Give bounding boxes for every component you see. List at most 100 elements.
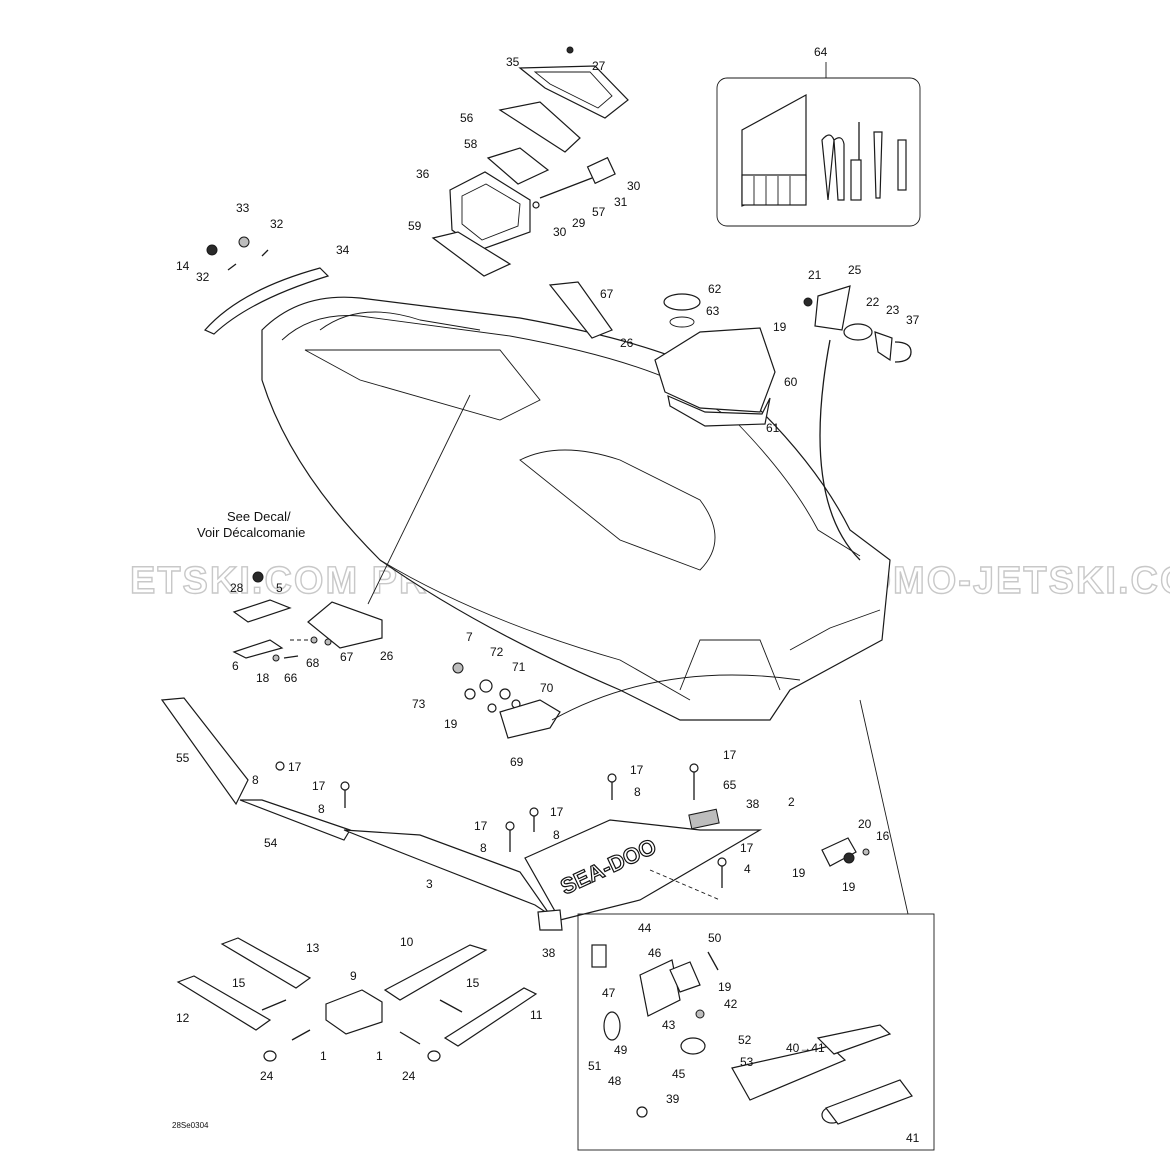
part-callout: 17 xyxy=(550,805,564,819)
footwell xyxy=(519,449,716,571)
fasteners-group xyxy=(275,761,727,901)
part-callout: 72 xyxy=(490,645,504,659)
part-callout: 55 xyxy=(176,751,190,765)
spark-plug-wrench-icon xyxy=(897,139,907,191)
tool-kit-group xyxy=(716,62,921,227)
part-callout: 17 xyxy=(288,760,302,774)
part-callout: 66 xyxy=(284,671,298,685)
part-callout: 70 xyxy=(540,681,554,695)
part-callout: 68 xyxy=(306,656,320,670)
part-callout: 22 xyxy=(866,295,880,309)
part-callout: 67 xyxy=(340,650,354,664)
part-callout: 69 xyxy=(510,755,524,769)
part-callout: 6 xyxy=(232,659,239,673)
part-callout: 8 xyxy=(480,841,487,855)
part-callout: 43 xyxy=(662,1018,676,1032)
hook-23 xyxy=(874,331,893,362)
part-callout: 38 xyxy=(746,797,760,811)
part-callout: 19 xyxy=(718,980,732,994)
rear-handle-group xyxy=(232,394,471,662)
part-callout: 39 xyxy=(666,1092,680,1106)
part-callout: 8 xyxy=(252,773,259,787)
gasket-61 xyxy=(667,394,771,427)
part-callout: 64 xyxy=(814,45,828,59)
part-callout: 17 xyxy=(312,779,326,793)
moulding-34 xyxy=(204,267,330,335)
part-callout: 1 xyxy=(320,1049,327,1063)
part-callout: 30 xyxy=(553,225,567,239)
part-callout: 11 xyxy=(530,1008,543,1022)
hull-deck xyxy=(261,296,891,721)
part-callout: 62 xyxy=(708,282,722,296)
part-callout: 15 xyxy=(232,976,246,990)
part-callout: 32 xyxy=(270,217,284,231)
part-callout: 59 xyxy=(408,219,422,233)
step-5 xyxy=(232,599,292,623)
pad-47 xyxy=(603,1011,621,1041)
part-callout: 24 xyxy=(260,1069,274,1083)
part-callout: 65 xyxy=(723,778,737,792)
part-callout: 49 xyxy=(614,1043,628,1057)
part-callout: 37 xyxy=(906,313,920,327)
rear-grab-handle-group xyxy=(452,662,801,739)
part-callout: 47 xyxy=(602,986,616,1000)
glove-box-group xyxy=(548,281,776,427)
part-callout: 48 xyxy=(608,1074,622,1088)
trim-12 xyxy=(176,975,272,1031)
part-callout: 18 xyxy=(256,671,270,685)
part-callout: 35 xyxy=(506,55,520,69)
part-callout: 67 xyxy=(600,287,614,301)
latch-31 xyxy=(586,156,616,185)
gasket-58 xyxy=(486,147,550,185)
trim-11 xyxy=(443,987,538,1047)
part-callout: 44 xyxy=(638,921,652,935)
part-callout: 23 xyxy=(886,303,900,317)
part-callout: 51 xyxy=(588,1059,602,1073)
cap-62 xyxy=(663,293,701,311)
fitting-45 xyxy=(680,1037,706,1055)
part-callout: 15 xyxy=(466,976,480,990)
part-callout: 3 xyxy=(426,877,433,891)
hull-outline xyxy=(261,296,891,721)
part-callout: 17 xyxy=(630,763,644,777)
part-callout: 38 xyxy=(542,946,556,960)
part-callout: 34 xyxy=(336,243,350,257)
bracket-43 xyxy=(639,959,681,1017)
handle-26-rear xyxy=(307,601,383,649)
part-callout: 40→41 xyxy=(786,1041,825,1055)
part-callout: 33 xyxy=(236,201,250,215)
part-callout: 21 xyxy=(808,268,822,282)
part-callout: 16 xyxy=(876,829,890,843)
part-callout: 17 xyxy=(723,748,737,762)
part-callout: 24 xyxy=(402,1069,416,1083)
trim-10 xyxy=(383,944,488,1001)
part-callout: 25 xyxy=(848,263,862,277)
front-moulding-group xyxy=(204,236,330,335)
part-callout: 71 xyxy=(512,660,526,674)
tube-41 xyxy=(825,1079,913,1125)
ladder-40 xyxy=(731,1045,847,1101)
handle-26-top xyxy=(548,281,613,339)
part-callout: 56 xyxy=(460,111,474,125)
moulding-54 xyxy=(239,799,351,841)
part-callout: 8 xyxy=(634,785,641,799)
part-callout: 36 xyxy=(416,167,430,181)
part-callout: 57 xyxy=(592,205,606,219)
moulding-2 xyxy=(524,819,763,921)
part-callout: 8 xyxy=(553,828,560,842)
part-callout: 17 xyxy=(474,819,488,833)
part-callout: 1 xyxy=(376,1049,383,1063)
part-callout: 73 xyxy=(412,697,426,711)
gasket-59 xyxy=(431,231,512,277)
part-callout: 20 xyxy=(858,817,872,831)
part-callout: 30 xyxy=(627,179,641,193)
part-callout: 28 xyxy=(230,581,244,595)
part-callout: 4 xyxy=(744,862,751,876)
part-callout: 14 xyxy=(176,259,190,273)
part-callout: 8 xyxy=(318,802,325,816)
part-callout: 5 xyxy=(276,581,283,595)
part-callout: 12 xyxy=(176,1011,190,1025)
decal-44 xyxy=(591,944,607,968)
part-callout: 9 xyxy=(350,969,357,983)
part-callout: 7 xyxy=(466,630,473,644)
